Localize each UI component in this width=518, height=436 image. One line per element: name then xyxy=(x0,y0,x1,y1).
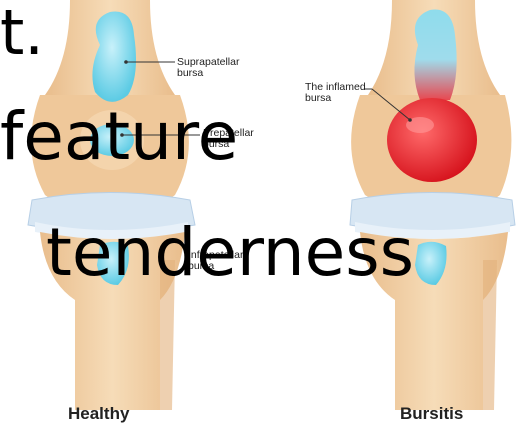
inflamed-bursa xyxy=(387,98,477,182)
label-suprapatellar-bursa: Suprapatellar bursa xyxy=(177,57,239,79)
label-inflamed-bursa: The inflamed bursa xyxy=(305,82,366,104)
caption-bursitis: Bursitis xyxy=(400,404,463,424)
bursitis-knee xyxy=(350,0,515,410)
healthy-knee xyxy=(28,0,200,410)
overlay-text-line-2: feature xyxy=(0,104,238,170)
suprapatellar-bursa xyxy=(92,11,136,101)
caption-healthy: Healthy xyxy=(68,404,129,424)
overlay-text-line-3: tenderness xyxy=(46,220,414,286)
overlay-text-line-1: t. xyxy=(0,2,44,64)
